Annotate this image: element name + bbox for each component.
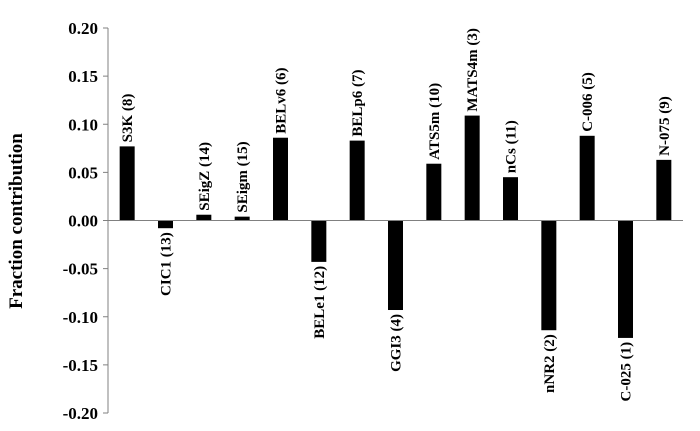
- bar: [464, 115, 480, 221]
- bar: [311, 220, 327, 262]
- bar: [541, 220, 557, 331]
- category-label: N-075 (9): [657, 96, 673, 156]
- y-tick-label: 0.05: [68, 163, 98, 182]
- category-label: nNR2 (2): [542, 334, 558, 393]
- category-label: C-025 (1): [619, 342, 635, 402]
- category-label: BELe1 (12): [312, 266, 328, 339]
- category-label: nCs (11): [504, 120, 520, 173]
- bar: [158, 220, 173, 229]
- y-tick-label: 0.00: [68, 212, 98, 231]
- y-tick-label: 0.15: [68, 67, 98, 86]
- y-axis-ticks: 0.20 0.15 0.10 0.05 0.00 -0.05 -0.10 -0.15 -0.20: [63, 19, 108, 423]
- bar: [234, 216, 250, 221]
- category-label: S3K (8): [120, 94, 136, 143]
- category-label: BELp6 (7): [350, 70, 366, 137]
- bar: [349, 140, 365, 221]
- category-label: SEigm (15): [235, 141, 251, 212]
- y-tick-label: 0.10: [68, 115, 98, 134]
- category-label: MATS4m (3): [465, 28, 481, 111]
- bars: [119, 115, 672, 338]
- bar: [656, 159, 672, 221]
- y-tick-label: -0.15: [63, 356, 98, 375]
- category-label: ATS5m (10): [427, 83, 443, 160]
- category-label: C-006 (5): [580, 72, 596, 132]
- y-tick-label: 0.20: [68, 19, 98, 38]
- y-tick-label: -0.20: [63, 404, 98, 423]
- bar: [426, 163, 442, 221]
- category-label: CIC1 (13): [159, 232, 175, 296]
- category-labels: S3K (8) CIC1 (13) SEigZ (14) SEigm (15) BELv…: [120, 28, 673, 401]
- category-label: GGI3 (4): [389, 314, 405, 372]
- y-tick-label: -0.05: [63, 260, 98, 279]
- bar: [119, 146, 135, 221]
- bar: [618, 220, 633, 338]
- bar: [388, 220, 403, 311]
- y-tick-label: -0.10: [63, 308, 98, 327]
- y-axis-title: Fraction contribution: [6, 133, 27, 309]
- category-label: BELv6 (6): [274, 67, 290, 133]
- bar: [273, 137, 288, 221]
- bar: [579, 135, 595, 221]
- bar: [196, 214, 212, 221]
- category-label: SEigZ (14): [197, 142, 213, 211]
- bar: [503, 177, 518, 221]
